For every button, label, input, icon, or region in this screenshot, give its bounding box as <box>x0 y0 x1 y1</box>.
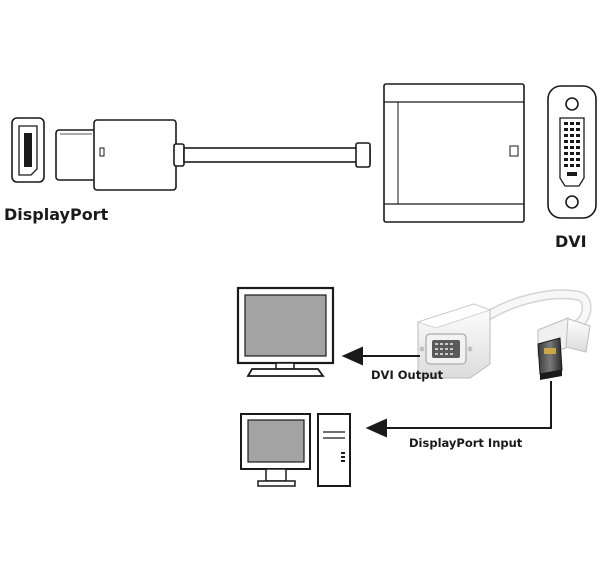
displayport-port-icon <box>11 117 45 183</box>
dvi-label: DVI <box>555 232 587 251</box>
monitor-icon <box>236 286 335 377</box>
dvi-port-icon <box>547 85 597 219</box>
dvi-pin-grid <box>564 122 580 176</box>
displayport-plug-drawing <box>55 119 371 191</box>
dvi-adapter-body-drawing <box>383 83 525 223</box>
displayport-input-arrow <box>365 381 552 438</box>
desktop-computer-icon <box>240 413 351 487</box>
displayport-input-label: DisplayPort Input <box>409 436 523 450</box>
dvi-adapter-photo <box>416 289 592 379</box>
dvi-output-label: DVI Output <box>371 368 444 382</box>
displayport-plug-photo <box>537 317 591 380</box>
displayport-label: DisplayPort <box>4 205 109 224</box>
dvi-output-arrow <box>341 346 420 366</box>
